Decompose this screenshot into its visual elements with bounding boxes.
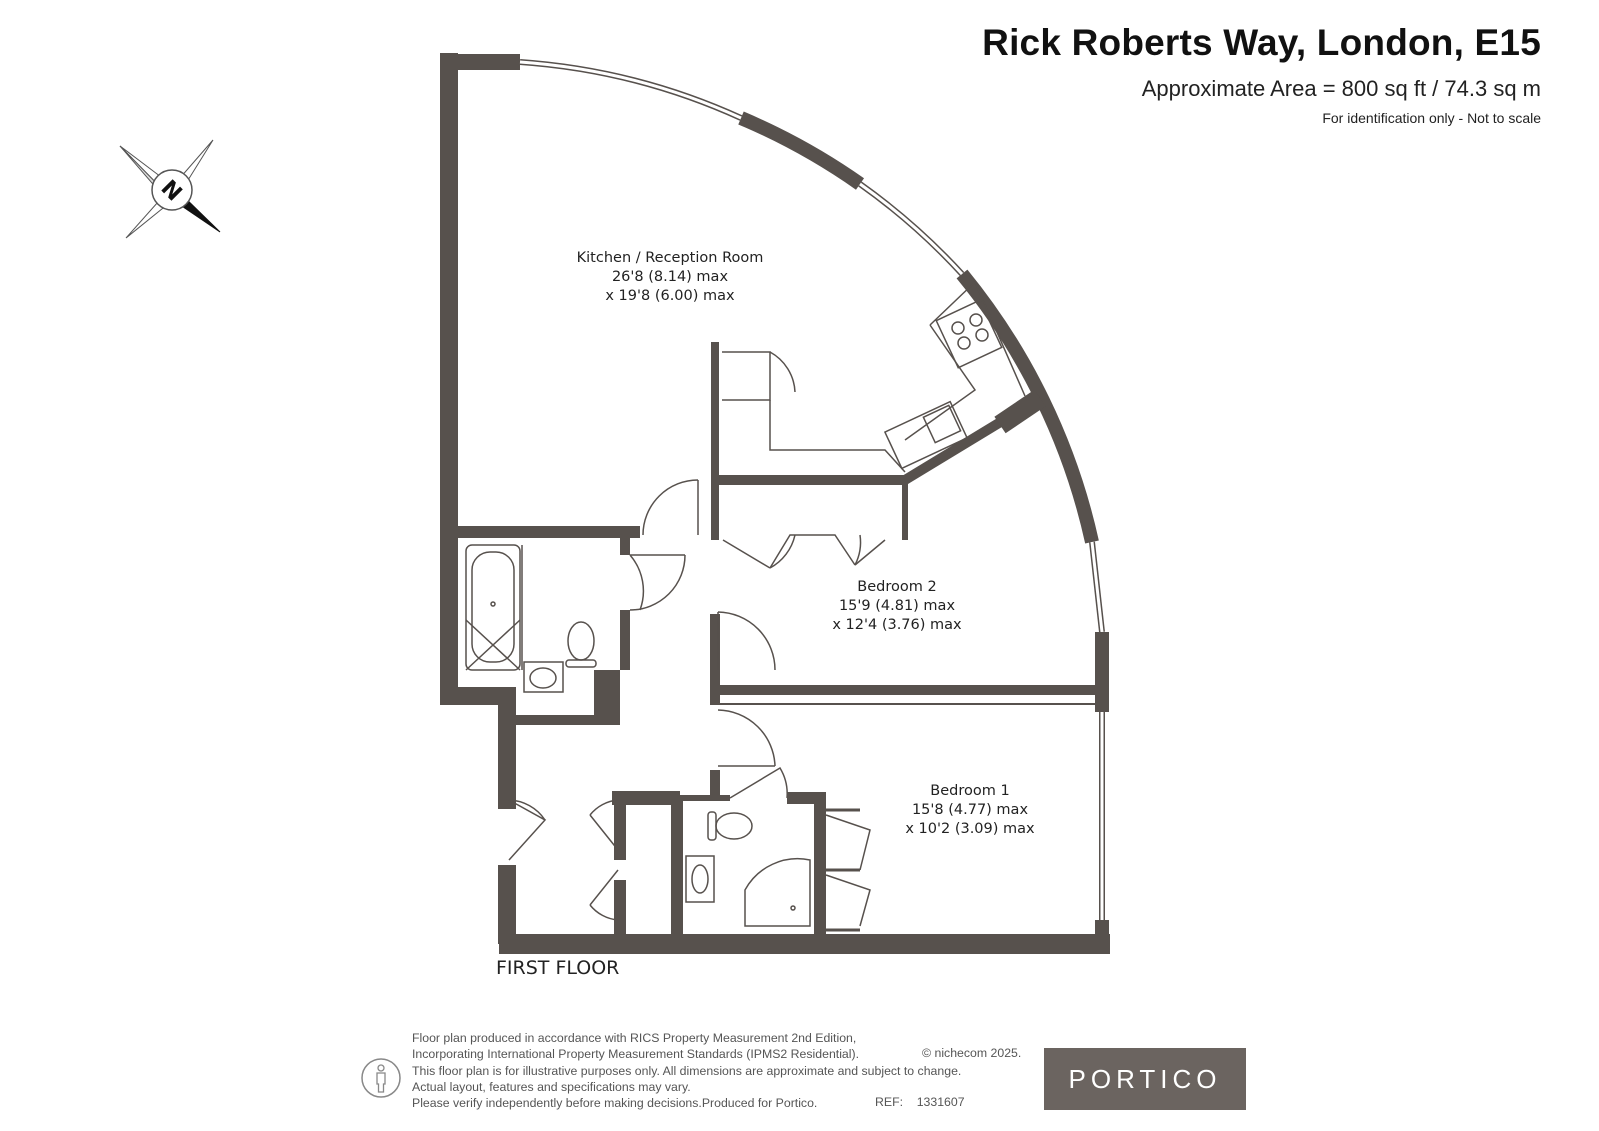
person-icon: [361, 1058, 401, 1098]
room-bedroom2-name: Bedroom 2: [857, 579, 936, 595]
reference: REF: 1331607: [875, 1095, 965, 1109]
portico-logo: PORTICO: [1044, 1048, 1246, 1110]
room-bedroom2-dim1: 15'9 (4.81) max: [839, 598, 955, 614]
compass-icon: N: [119, 139, 221, 239]
ref-label: REF:: [875, 1095, 904, 1109]
area-summary: Approximate Area = 800 sq ft / 74.3 sq m: [1141, 76, 1541, 101]
room-bedroom1-name: Bedroom 1: [930, 783, 1009, 799]
room-bedroom1-dim1: 15'8 (4.77) max: [912, 802, 1028, 818]
footer-line: Actual layout, features and specificatio…: [412, 1079, 691, 1094]
footer-line: Incorporating International Property Mea…: [412, 1047, 860, 1062]
copyright-text: © nichecom 2025.: [922, 1046, 1022, 1060]
footer-line: This floor plan is for illustrative purp…: [412, 1063, 962, 1078]
walls: [440, 53, 1110, 954]
footer-line: Floor plan produced in accordance with R…: [412, 1031, 857, 1045]
footer-disclaimer: Floor plan produced in accordance with R…: [412, 1030, 1032, 1111]
room-labels: Kitchen / Reception Room 26'8 (8.14) max…: [577, 250, 1035, 837]
logo-text: PORTICO: [1068, 1063, 1222, 1094]
fixtures: [465, 280, 1026, 927]
floor-label: FIRST FLOOR: [496, 957, 619, 979]
scale-disclaimer: For identification only - Not to scale: [1322, 110, 1541, 126]
footer-line: Please verify independently before makin…: [412, 1096, 818, 1111]
room-kitchen-name: Kitchen / Reception Room: [577, 250, 764, 266]
room-bedroom1-dim2: x 10'2 (3.09) max: [905, 821, 1035, 837]
page-title: Rick Roberts Way, London, E15: [982, 22, 1541, 63]
room-kitchen-dim1: 26'8 (8.14) max: [612, 269, 728, 285]
room-bedroom2-dim2: x 12'4 (3.76) max: [832, 617, 962, 633]
room-kitchen-dim2: x 19'8 (6.00) max: [605, 288, 735, 304]
ref-value: 1331607: [916, 1095, 965, 1109]
